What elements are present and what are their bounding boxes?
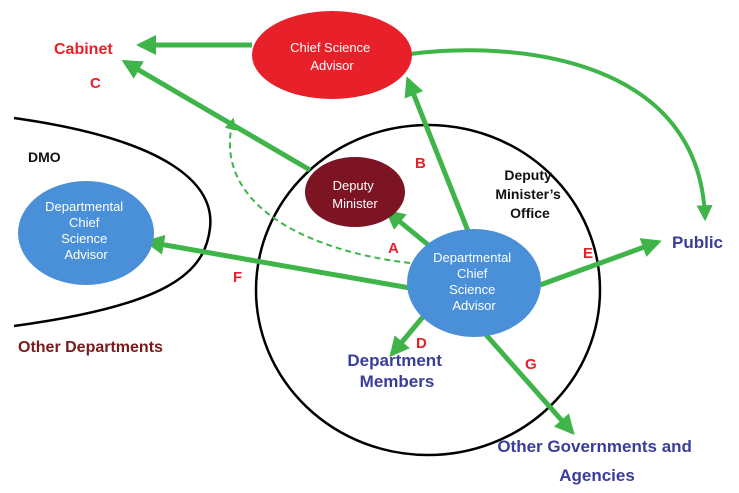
arrow-b-dcsa-to-csa <box>404 76 473 237</box>
dcsa-other-line-4: Advisor <box>64 247 108 262</box>
svg-text:Departmental Chief: Departmental Chief Science Advisor <box>45 199 127 262</box>
dcsa-other-line-3: Science <box>61 231 107 246</box>
svg-text:Other Governments and Agen: Other Governments and Agencies <box>497 437 696 485</box>
dm-office-line-3: Office <box>510 205 550 221</box>
arrow-c-deputy-to-cabinet <box>121 59 312 173</box>
svg-text:Departmental Chief: Departmental Chief Science Advisor <box>433 250 515 313</box>
arrow-csa-to-public <box>409 48 713 222</box>
arrow-e-dcsa-to-public <box>539 238 662 288</box>
edge-letter-b: B <box>415 155 426 172</box>
dcsa-main-line-2: Chief <box>457 266 488 281</box>
dcsa-other-line-2: Chief <box>69 215 100 230</box>
edge-letter-g: G <box>525 356 537 373</box>
department-members-line-1: Department <box>347 351 442 370</box>
dcsa-main-line-4: Advisor <box>452 298 496 313</box>
edge-letter-c: C <box>90 75 101 92</box>
cabinet-label: Cabinet <box>54 41 113 58</box>
other-governments-line-1: Other Governments and <box>497 437 692 456</box>
other-departments-label: Other Departments <box>18 339 163 356</box>
edge-letter-f: F <box>233 269 242 286</box>
deputy-node-line-1: Deputy <box>333 178 375 193</box>
public-label: Public <box>672 233 723 252</box>
dcsa-main-line-3: Science <box>449 282 495 297</box>
svg-text:Department Members: Department Members <box>347 351 446 391</box>
svg-text:Deputy Minister’s Offi: Deputy Minister’s Office <box>495 167 564 221</box>
chief-node-line-2: Advisor <box>310 58 354 73</box>
other-governments-line-2: Agencies <box>559 466 635 485</box>
dcsa-other-line-1: Departmental <box>45 199 123 214</box>
dm-office-line-2: Minister’s <box>495 186 561 202</box>
chief-node-line-1: Chief Science <box>290 40 370 55</box>
departmental-csa-main-node: Departmental Chief Science Advisor <box>407 229 541 337</box>
other-departments-boundary <box>13 116 212 328</box>
chief-science-advisor-node: Chief Science Advisor <box>252 11 412 99</box>
departmental-csa-other-node: Departmental Chief Science Advisor <box>18 181 154 285</box>
dm-office-line-1: Deputy <box>504 167 552 183</box>
edge-letter-a: A <box>388 240 399 257</box>
deputy-minister-node: Deputy Minister <box>305 157 405 227</box>
arrow-dashed-dcsa-to-cabinet <box>224 117 421 265</box>
arrow-a-dcsa-to-deputy <box>384 209 434 250</box>
arrow-g-dcsa-to-other-governments <box>478 326 575 435</box>
arrow-f-dcsa-to-other-dcsa <box>144 234 411 291</box>
department-members-line-2: Members <box>360 372 435 391</box>
svg-text:Deputy Minister: Deputy Minister <box>332 178 378 211</box>
edge-letter-d: D <box>416 335 427 352</box>
dcsa-main-line-1: Departmental <box>433 250 511 265</box>
dmo-label: DMO <box>28 149 61 165</box>
svg-text:Chief Science Advisor: Chief Science Advisor <box>290 40 374 73</box>
edge-letter-e: E <box>583 245 593 262</box>
deputy-node-line-2: Minister <box>332 196 378 211</box>
